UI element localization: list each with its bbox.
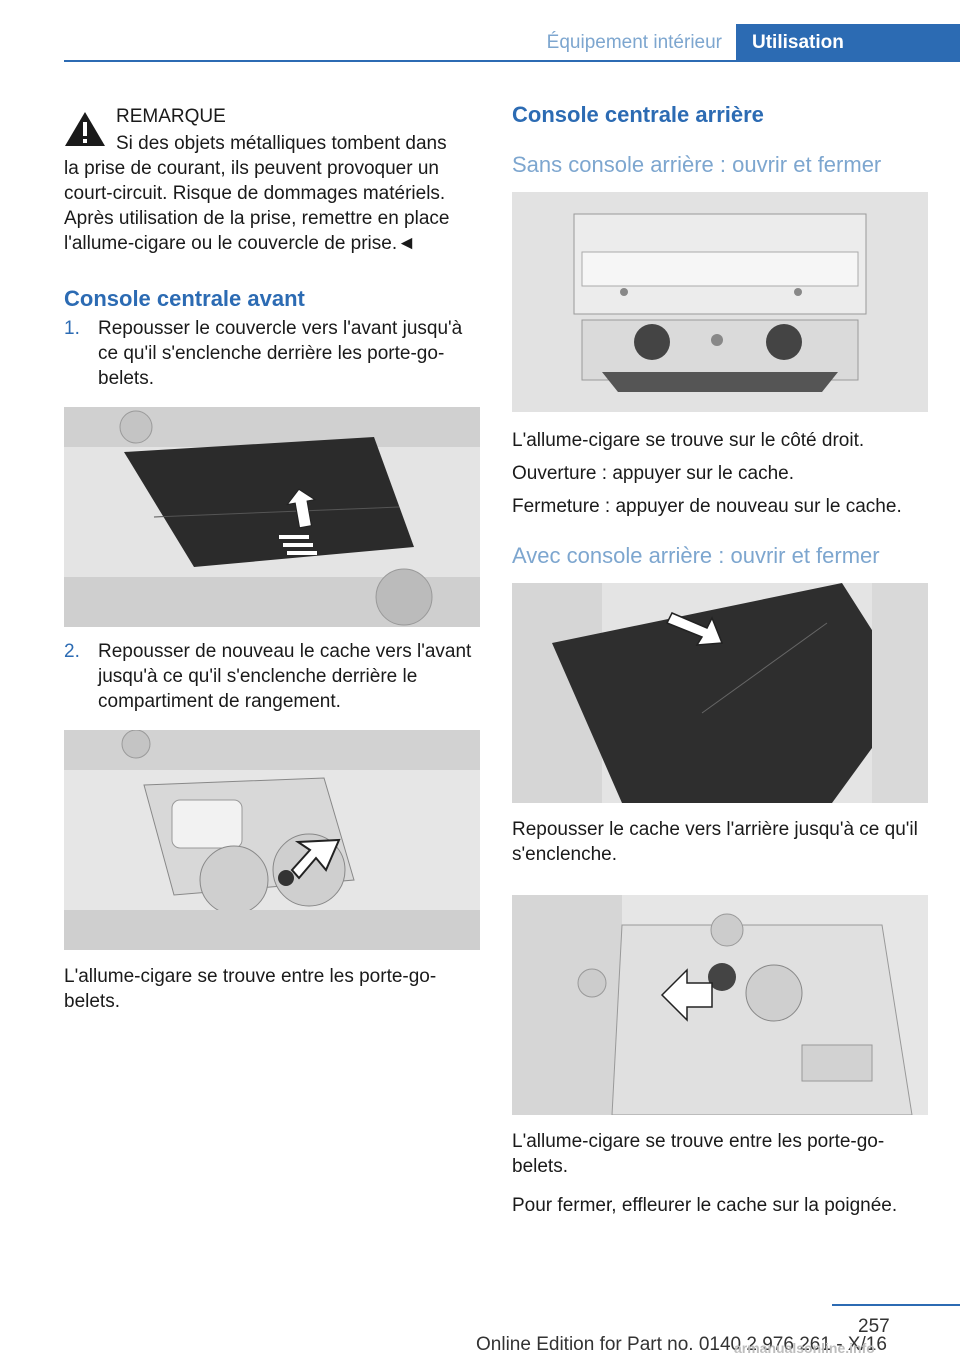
section-title: Équipement intérieur	[546, 32, 722, 53]
caption-front: L'allume-cigare se trouve entre les port…	[64, 966, 437, 1012]
subheading-without-rear: Sans console arrière : ouvrir et fermer	[512, 152, 882, 177]
page-number: 257	[858, 1316, 890, 1337]
step-1: 1. Repousser le couvercle vers l'avant j…	[64, 316, 480, 391]
text-closing: Pour fermer, effleurer le cache sur la p…	[512, 1195, 898, 1216]
chapter-tab[interactable]: Utilisation	[736, 24, 960, 62]
text-location-right: L'allume-cigare se trouve sur le côté dr…	[512, 430, 865, 451]
page-header: Équipement intérieur Utilisation	[0, 0, 960, 62]
text-between-cupholders: L'allume-cigare se trouve entre les port…	[512, 1131, 885, 1177]
header-rule	[64, 60, 960, 62]
watermark: armanualsonline.info	[734, 1340, 875, 1356]
warning-text: la prise de courant, ils peuvent provoqu…	[64, 158, 450, 254]
warning-triangle-icon	[65, 112, 105, 146]
footer-rule	[832, 1304, 960, 1306]
right-column: Console centrale arrière Sans console ar…	[512, 100, 928, 1218]
heading-front-console: Console centrale avant	[64, 286, 305, 311]
warning-note: REMARQUE Si des objets métalliques tombe…	[64, 104, 480, 256]
step-text: Repousser le couvercle vers l'avant jusq…	[98, 318, 463, 389]
step-number: 1.	[64, 318, 80, 339]
text-close: Fermeture : appuyer de nouveau sur le ca…	[512, 496, 902, 517]
step-text: Repousser de nouveau le cache vers l'ava…	[98, 641, 472, 712]
photo-rear-without-console	[512, 192, 928, 412]
step-2: 2. Repousser de nouveau le cache vers l'…	[64, 639, 480, 714]
text-open: Ouverture : appuyer sur le cache.	[512, 463, 794, 484]
left-column: REMARQUE Si des objets métalliques tombe…	[64, 100, 480, 1014]
heading-rear-console: Console centrale arrière	[512, 102, 764, 127]
photo-rear-storage	[512, 895, 928, 1115]
edition-note: Online Edition for Part no. 0140 2 976 2…	[476, 1334, 887, 1355]
photo-front-cover	[64, 407, 480, 627]
text-push-rear: Repousser le cache vers l'arrière jusqu'…	[512, 819, 918, 865]
step-number: 2.	[64, 641, 80, 662]
subheading-with-rear: Avec console arrière : ouvrir et fermer	[512, 543, 880, 568]
photo-front-storage	[64, 730, 480, 950]
warning-title: REMARQUE	[116, 106, 226, 127]
warning-text-first: Si des objets métalliques tombent dans	[116, 133, 447, 154]
photo-rear-cover	[512, 583, 928, 803]
